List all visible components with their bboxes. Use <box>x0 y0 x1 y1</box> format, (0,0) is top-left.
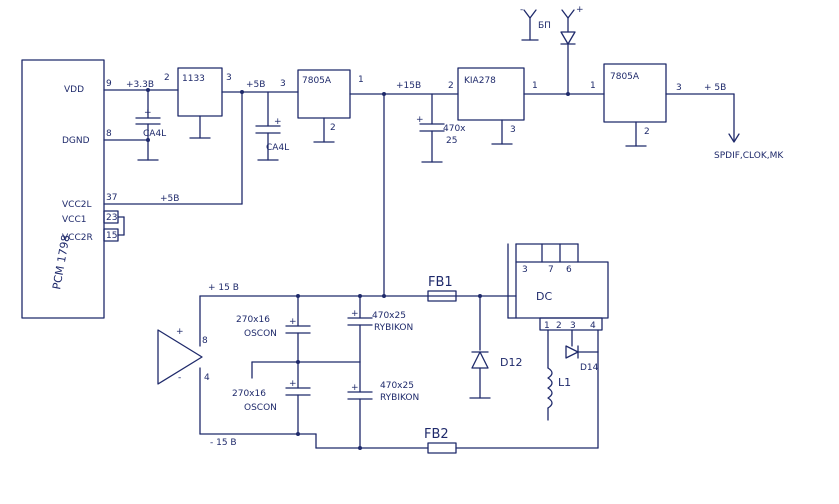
regulator-1133-label: 1133 <box>182 74 205 84</box>
dc-pin-3b: 3 <box>570 321 576 331</box>
antenna-minus-label: - <box>520 5 523 15</box>
regulator-kia278-label: KIA278 <box>464 76 496 86</box>
cap-c3-voltage: 25 <box>446 136 457 146</box>
reg1-pin-2: 2 <box>164 73 170 83</box>
dc-pin-2: 2 <box>556 321 562 331</box>
rail-5b-mid-label: +5B <box>160 194 179 204</box>
diode-d14-label: D14 <box>580 363 599 373</box>
antenna-plus-label: + <box>576 5 584 15</box>
opamp-triangle-icon <box>157 329 203 385</box>
cap3-value: 270x16 <box>232 389 266 399</box>
pin-8-number: 8 <box>106 129 112 139</box>
junction-dgnd <box>146 138 150 142</box>
pin-vcc2l-label: VCC2L <box>62 200 91 210</box>
pin-37-number: 37 <box>106 193 117 203</box>
diode-d14-icon <box>565 345 579 359</box>
antenna-plus-icon <box>561 9 575 19</box>
reg1-pin-3: 3 <box>226 73 232 83</box>
junction-vdd <box>146 88 150 92</box>
rail-5b-out-label: + 5B <box>704 83 726 93</box>
cap1-value: 270x16 <box>236 315 270 325</box>
opamp-plus: + <box>176 327 184 337</box>
reg3-pin-2: 2 <box>448 81 454 91</box>
pin-vcc2r-label: VCC2R <box>62 233 93 243</box>
dc-pin-6: 6 <box>566 265 572 275</box>
cap4-type: RYBIKON <box>380 393 419 403</box>
cap3-polarity: + <box>289 379 297 389</box>
antenna-minus-icon <box>523 9 537 19</box>
ferrite-fb1-label: FB1 <box>428 275 453 290</box>
rail-5b-label: +5B <box>246 80 265 90</box>
antenna-bp-label: БП <box>538 21 551 31</box>
cap2-value: 470x25 <box>372 311 406 321</box>
reg4-pin-2: 2 <box>644 127 650 137</box>
ferrite-fb1 <box>427 290 457 302</box>
dc-pin-3: 3 <box>522 265 528 275</box>
opamp-minus: - <box>178 373 181 383</box>
reg2-pin-3: 3 <box>280 79 286 89</box>
reg3-pin-1: 1 <box>532 81 538 91</box>
cap-c2-label: CA4L <box>266 143 289 153</box>
rail-15b-lower-label: + 15 B <box>208 283 239 293</box>
input-diode-icon <box>560 31 576 45</box>
opamp-pin-4: 4 <box>204 373 210 383</box>
cap2-polarity: + <box>351 309 359 319</box>
cap-c1-label: CA4L <box>143 129 166 139</box>
junction-cap3-bot <box>296 432 300 436</box>
junction-15b-lower <box>382 294 386 298</box>
regulator-7805a-2-label: 7805A <box>610 72 640 82</box>
dc-dc-module <box>515 261 609 319</box>
rail-15b-label: +15B <box>396 81 421 91</box>
dc-bottom-pins <box>539 317 603 331</box>
cap4-value: 470x25 <box>380 381 414 391</box>
cap2-type: RYBIKON <box>374 323 413 333</box>
reg3-pin-3: 3 <box>510 125 516 135</box>
cap-c2-polarity: + <box>274 117 282 127</box>
dc-dc-label: DC <box>536 290 552 303</box>
reg4-pin-1: 1 <box>590 81 596 91</box>
inductor-l1-icon <box>547 367 553 409</box>
pin-15-number: 15 <box>106 231 117 241</box>
pcm1798-chip <box>21 59 105 319</box>
rail-33-label: +3.3B <box>126 80 154 90</box>
cap-c3-value: 470x <box>443 124 466 134</box>
reg2-pin-2: 2 <box>330 123 336 133</box>
pin-dgnd-label: DGND <box>62 136 90 146</box>
output-spdif-label: SPDIF,CLOK,MK <box>714 151 784 161</box>
inductor-l1-label: L1 <box>558 376 571 389</box>
cap1-type: OSCON <box>244 329 277 339</box>
cap3-type: OSCON <box>244 403 277 413</box>
cap1-polarity: + <box>289 317 297 327</box>
cap-c1-polarity: + <box>144 108 152 118</box>
output-arrow-icon <box>728 133 740 143</box>
rail-m15b-label: - 15 B <box>210 438 237 448</box>
dc-pin-7: 7 <box>548 265 554 275</box>
pin-vcc1-label: VCC1 <box>62 215 86 225</box>
pin-23-number: 23 <box>106 213 117 223</box>
reg2-pin-1: 1 <box>358 75 364 85</box>
cap-c3-polarity: + <box>416 115 424 125</box>
reg4-pin-3: 3 <box>676 83 682 93</box>
regulator-7805a-1-label: 7805A <box>302 76 332 86</box>
dc-pin-1: 1 <box>544 321 550 331</box>
regulator-7805a-2 <box>603 63 667 123</box>
diode-d12-icon <box>471 351 489 369</box>
diode-d12-label: D12 <box>500 356 522 369</box>
opamp-pin-8: 8 <box>202 336 208 346</box>
pin-vdd-label: VDD <box>64 85 84 95</box>
dc-pin-4: 4 <box>590 321 596 331</box>
cap4-polarity: + <box>351 383 359 393</box>
ferrite-fb2-label: FB2 <box>424 427 449 442</box>
junction-cap4-bot <box>358 446 362 450</box>
pin-9-number: 9 <box>106 79 112 89</box>
ferrite-fb2 <box>427 442 457 454</box>
